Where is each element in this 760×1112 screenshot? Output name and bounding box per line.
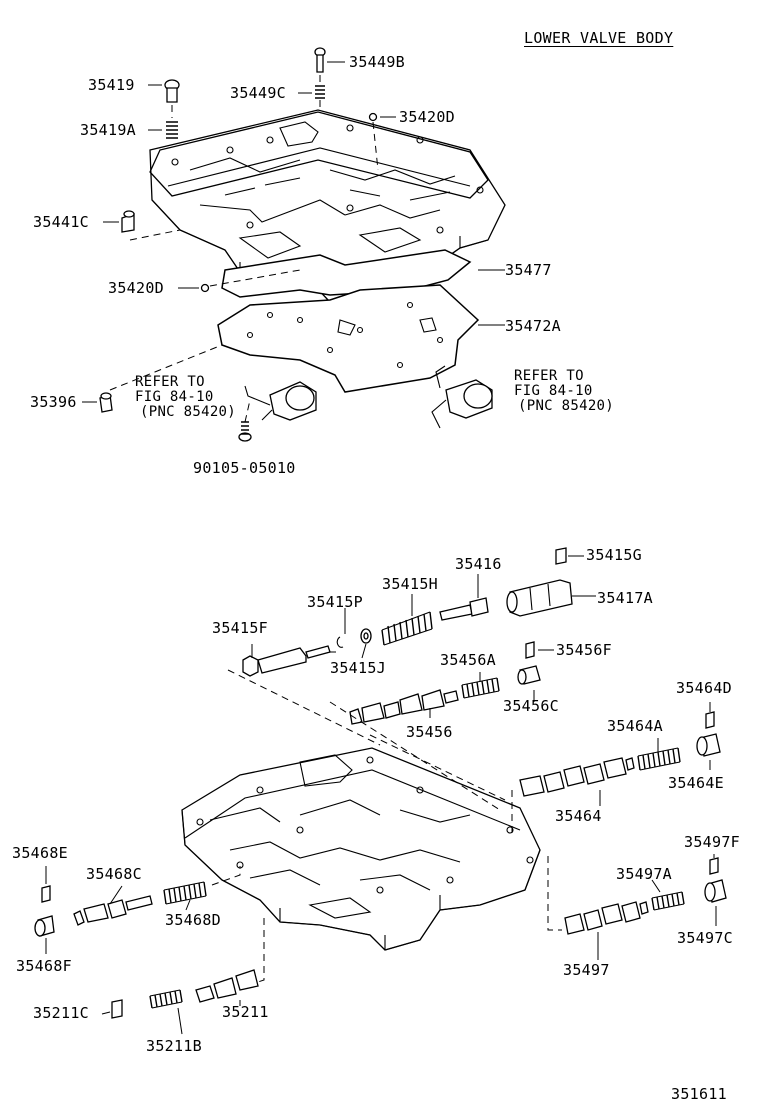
spring-35415H <box>381 611 433 646</box>
plug-35456C <box>517 665 541 685</box>
label-35468C: 35468C <box>86 865 142 883</box>
label-35415J: 35415J <box>330 659 386 677</box>
label-35464D: 35464D <box>676 679 732 697</box>
label-35211C: 35211C <box>33 1004 89 1022</box>
pin-35415G <box>555 547 567 565</box>
valve-35497 <box>564 901 649 935</box>
plug-35419 <box>164 79 180 103</box>
label-35456: 35456 <box>406 723 453 741</box>
refer-right-line2: FIG 84-10 <box>514 383 593 399</box>
label-35449C: 35449C <box>230 84 286 102</box>
ball-35420D-mid <box>200 283 210 293</box>
label-35477: 35477 <box>505 261 552 279</box>
label-35464A: 35464A <box>607 717 663 735</box>
refer-right-line1: REFER TO <box>514 368 584 384</box>
illustration-number: 351611 <box>671 1085 727 1103</box>
plug-35441C <box>121 210 135 233</box>
plug-35464E <box>696 733 721 757</box>
solenoid-left <box>244 381 317 421</box>
label-35464: 35464 <box>555 807 602 825</box>
label-35472A: 35472A <box>505 317 561 335</box>
valve-35464 <box>519 757 635 797</box>
label-35456A: 35456A <box>440 651 496 669</box>
label-35415P: 35415P <box>307 593 363 611</box>
plunger-35416 <box>439 597 489 621</box>
pin-35464D <box>705 711 715 729</box>
label-35468D: 35468D <box>165 911 221 929</box>
spring-35464A <box>637 747 681 771</box>
refer-left-line3: (PNC 85420) <box>140 404 237 420</box>
label-35415H: 35415H <box>382 575 438 593</box>
spring-35497A <box>651 891 685 911</box>
ball-35420D-top <box>368 112 378 122</box>
label-35456C: 35456C <box>503 697 559 715</box>
spring-35468D <box>163 881 207 905</box>
label-35497A: 35497A <box>616 865 672 883</box>
label-35420D-mid: 35420D <box>108 279 164 297</box>
valve-35211 <box>195 969 259 1003</box>
spring-35419A <box>166 121 178 139</box>
separator-plate-35472A <box>217 284 480 393</box>
label-35396: 35396 <box>30 393 77 411</box>
label-35211: 35211 <box>222 1003 269 1021</box>
pin-35211C <box>111 999 123 1019</box>
refer-left-line1: REFER TO <box>135 374 205 390</box>
sleeve-35417A <box>506 579 573 617</box>
plug-35396 <box>99 392 113 413</box>
valve-35456 <box>349 689 459 725</box>
label-35415F: 35415F <box>212 619 268 637</box>
pin-35497F <box>709 857 719 875</box>
label-35420D-top: 35420D <box>399 108 455 126</box>
washer-35415P <box>360 628 372 644</box>
diagram-title: LOWER VALVE BODY <box>524 29 674 47</box>
valve-35468C <box>73 895 153 926</box>
label-35456F: 35456F <box>556 641 612 659</box>
spring-35449C <box>315 85 325 99</box>
solenoid-right <box>431 365 493 429</box>
lower-valve-body <box>181 747 541 951</box>
spring-35211B <box>149 989 183 1009</box>
label-35497C: 35497C <box>677 929 733 947</box>
label-35497: 35497 <box>563 961 610 979</box>
label-35419: 35419 <box>88 76 135 94</box>
plug-35497C <box>704 879 727 903</box>
refer-left-line2: FIG 84-10 <box>135 389 214 405</box>
label-35441C: 35441C <box>33 213 89 231</box>
clip-35415J <box>336 636 344 648</box>
label-35468E: 35468E <box>12 844 68 862</box>
bolt-35449B <box>314 47 326 73</box>
plug-35468F <box>34 915 55 937</box>
label-35464E: 35464E <box>668 774 724 792</box>
label-35419A: 35419A <box>80 121 136 139</box>
label-90105-05010: 90105-05010 <box>193 459 296 477</box>
label-35497F: 35497F <box>684 833 740 851</box>
valve-35415F <box>242 645 331 677</box>
pin-35468E <box>41 885 51 903</box>
label-35211B: 35211B <box>146 1037 202 1055</box>
bolt-90105-05010 <box>238 421 252 442</box>
label-35468F: 35468F <box>16 957 72 975</box>
label-35415G: 35415G <box>586 546 642 564</box>
refer-right-line3: (PNC 85420) <box>518 398 615 414</box>
label-35416: 35416 <box>455 555 502 573</box>
label-35449B: 35449B <box>349 53 405 71</box>
pin-35456F <box>525 641 535 659</box>
label-35417A: 35417A <box>597 589 653 607</box>
